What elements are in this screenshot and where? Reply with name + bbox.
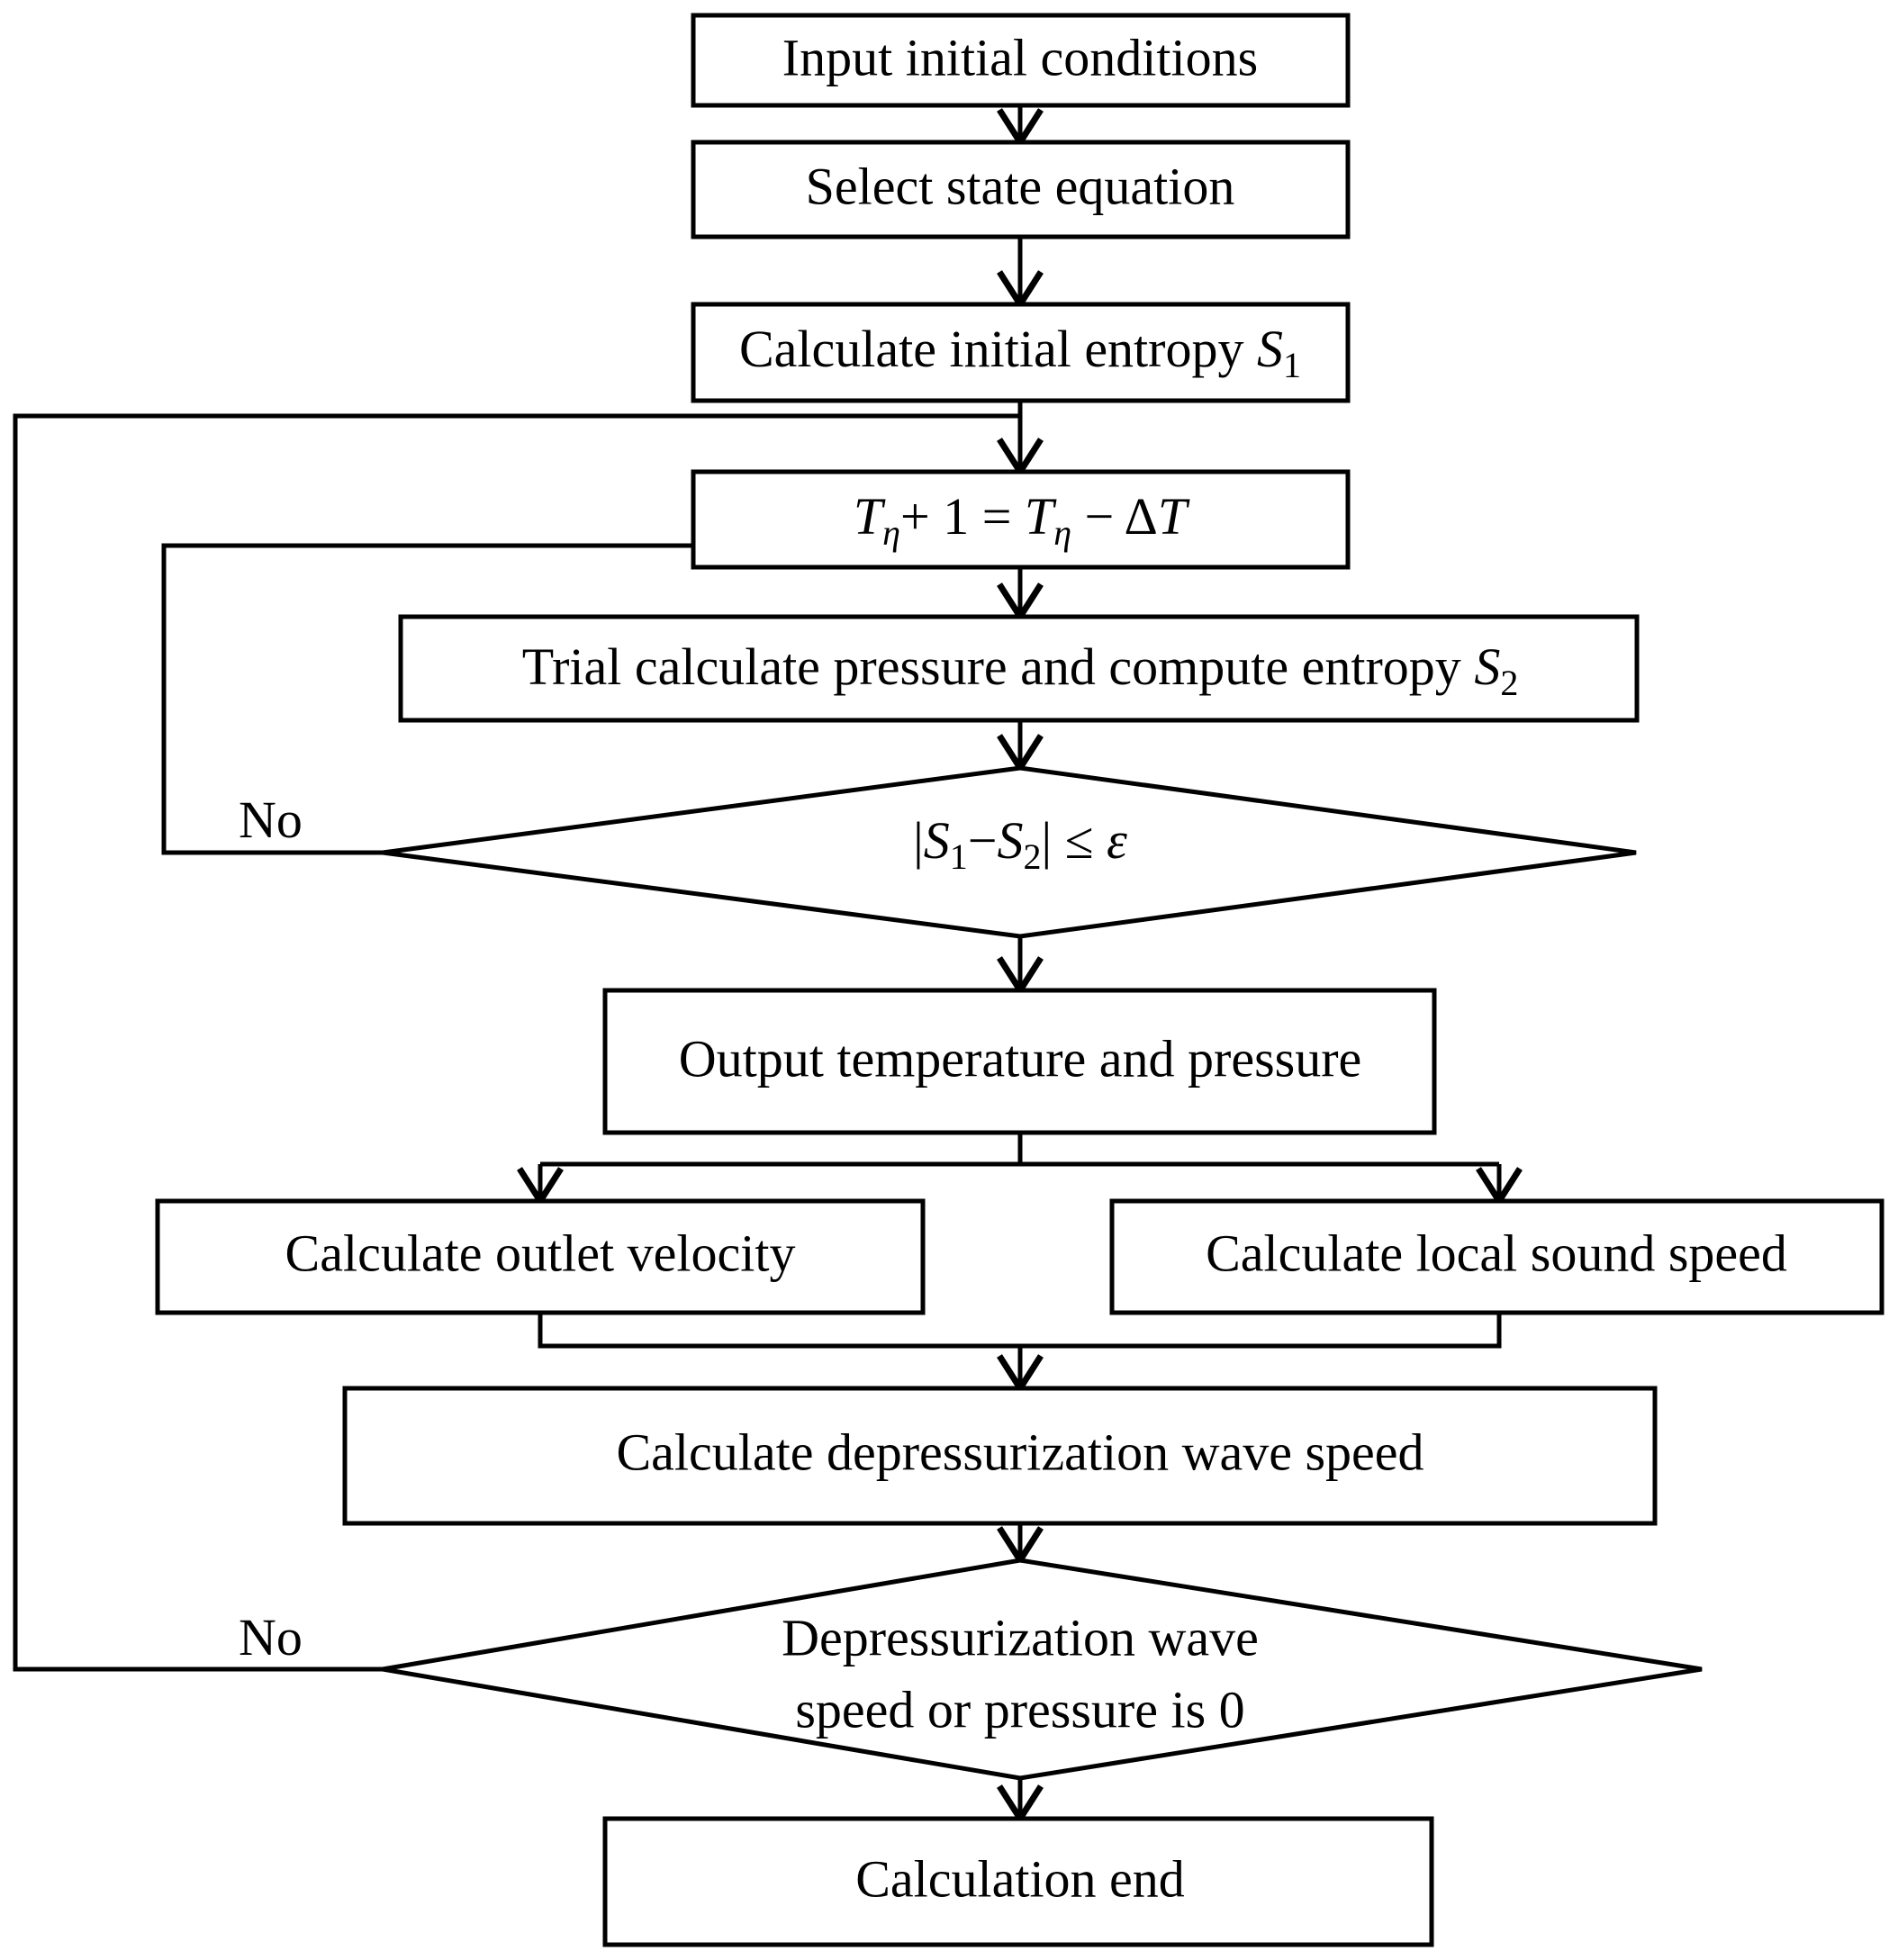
connector-output-split [517,1133,1523,1207]
connector-check-to-output [997,936,1044,997]
connector-merge-to-wavespeed [538,1313,1502,1395]
node-calculate-initial-entropy[interactable]: Calculate initial entropy S1 [691,302,1351,403]
edge-label-entropy-no: No [239,790,303,849]
edge-label-termination-no: No [239,1608,303,1666]
connector-check-no-loop [161,543,1020,855]
node-label-temperature-step: Tη+ 1 = Tη − ΔT [854,487,1190,553]
node-input-initial-conditions[interactable]: Input initial conditions [691,13,1351,108]
node-calculate-outlet-velocity[interactable]: Calculate outlet velocity [155,1198,926,1315]
connector-termination-to-end [997,1778,1044,1825]
node-temperature-step[interactable]: Tη+ 1 = Tη − ΔT [691,469,1351,570]
node-select-state-equation[interactable]: Select state equation [691,140,1351,239]
node-calculate-local-sound-speed[interactable]: Calculate local sound speed [1109,1198,1884,1315]
node-label-output-temperature-pressure: Output temperature and pressure [679,1029,1362,1088]
connector-wavespeed-to-termination [997,1523,1044,1567]
node-trial-calculate-pressure[interactable]: Trial calculate pressure and compute ent… [398,614,1640,723]
node-entropy-check[interactable]: |S1−S2| ≤ ε [382,765,1637,939]
node-output-temperature-pressure[interactable]: Output temperature and pressure [602,988,1437,1135]
node-termination-check[interactable]: Depressurization wave speed or pressure … [382,1558,1703,1781]
connector-trial-to-check [997,720,1044,774]
node-label-calculate-depressurization-wave-speed: Calculate depressurization wave speed [616,1423,1424,1481]
connector-termination-no-loop [13,413,1020,1672]
node-label-calculation-end: Calculation end [855,1849,1185,1908]
connector-temperature-to-trial [997,567,1044,623]
node-label-calculate-initial-entropy: Calculate initial entropy S1 [739,320,1301,385]
node-label-termination-check-line1: Depressurization wave [782,1608,1259,1666]
connector-input-to-select [997,105,1044,149]
connector-entropy-to-temperature [997,401,1044,478]
connector-select-to-entropy [997,237,1044,311]
node-label-input-initial-conditions: Input initial conditions [782,28,1258,86]
node-label-entropy-check: |S1−S2| ≤ ε [913,811,1127,877]
node-calculation-end[interactable]: Calculation end [602,1816,1434,1947]
node-label-select-state-equation: Select state equation [806,157,1235,215]
node-label-termination-check-line2: speed or pressure is 0 [795,1680,1244,1739]
node-label-trial-calculate-pressure: Trial calculate pressure and compute ent… [522,637,1519,703]
node-label-calculate-local-sound-speed: Calculate local sound speed [1206,1224,1787,1282]
node-label-calculate-outlet-velocity: Calculate outlet velocity [285,1224,796,1282]
node-calculate-depressurization-wave-speed[interactable]: Calculate depressurization wave speed [342,1386,1658,1526]
